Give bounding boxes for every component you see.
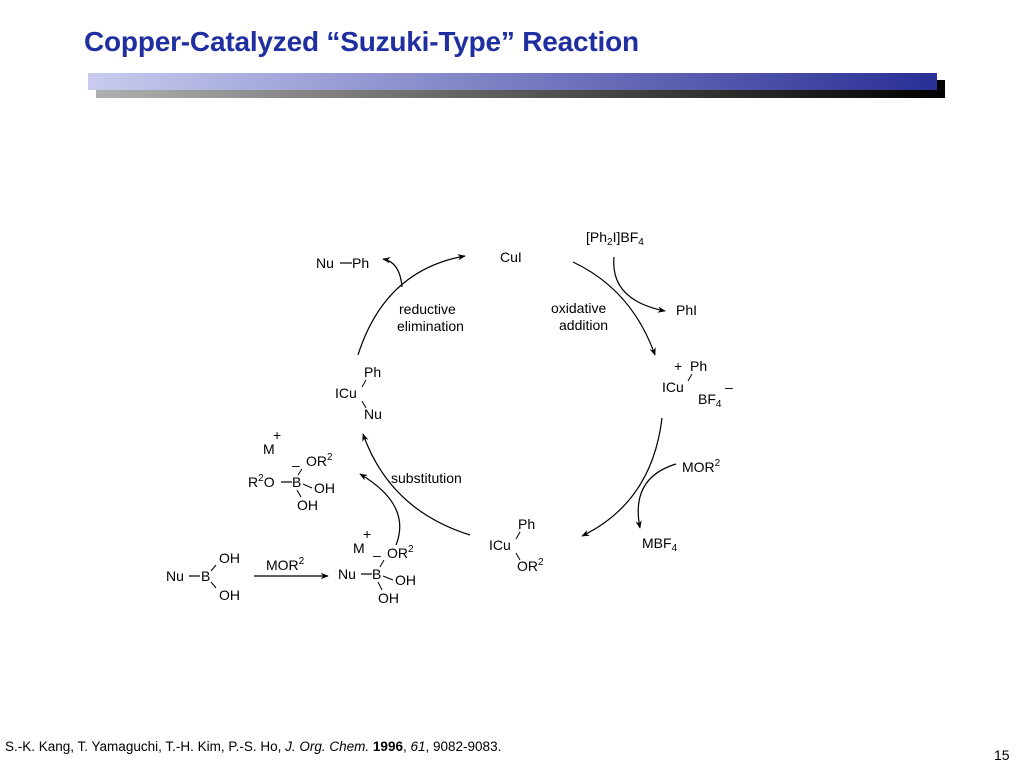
arrow-substitution — [362, 433, 471, 536]
svg-text:B: B — [201, 568, 210, 584]
page-number: 15 — [994, 747, 1010, 763]
arrow-borate-exchange — [359, 473, 401, 546]
svg-text:–: – — [725, 379, 733, 395]
title-underline-bar — [88, 73, 945, 98]
svg-text:ICu: ICu — [489, 537, 511, 553]
svg-text:BF4: BF4 — [698, 391, 722, 410]
svg-text:+: + — [674, 358, 682, 374]
svg-text:Ph: Ph — [518, 516, 535, 532]
svg-text:ICu: ICu — [335, 385, 357, 401]
citation-authors: S.-K. Kang, T. Yamaguchi, T.-H. Kim, P.-… — [5, 739, 286, 754]
reagent-mor2-right: MOR2 — [682, 458, 721, 475]
citation-pages: , 9082-9083. — [425, 739, 502, 754]
svg-text:OH: OH — [395, 572, 416, 588]
catalyst-cui: CuI — [500, 249, 522, 265]
arrow-mor2-to-mbf4 — [635, 463, 677, 529]
svg-text:OH: OH — [314, 480, 335, 496]
svg-text:+: + — [273, 427, 281, 443]
svg-text:R2O: R2O — [248, 473, 275, 490]
svg-text:OR2: OR2 — [387, 544, 414, 561]
cu-nucleophile-complex: Ph ICu Nu — [335, 364, 382, 422]
arrow-product-release — [382, 257, 403, 288]
nucleophile-borate: M + – OR2 Nu B OH OH — [338, 526, 416, 606]
citation-journal: J. Org. Chem. — [285, 739, 370, 754]
svg-text:Nu: Nu — [316, 255, 334, 271]
svg-text:–: – — [292, 457, 300, 473]
arrow-salt-metathesis — [581, 417, 663, 537]
svg-text:OR2: OR2 — [306, 452, 333, 469]
svg-text:B: B — [292, 474, 301, 490]
product-nu-ph: Nu Ph — [316, 255, 369, 271]
activation-reagent-mor2: MOR2 — [266, 556, 305, 573]
svg-text:+: + — [363, 526, 371, 542]
byproduct-mbf4: MBF4 — [642, 535, 678, 554]
citation-volume: 61 — [410, 739, 426, 754]
arrow-oxidative-addition — [572, 261, 656, 356]
svg-text:M: M — [263, 441, 275, 457]
svg-text:B: B — [372, 566, 381, 582]
cu-alkoxide-complex: Ph ICu OR2 — [489, 516, 544, 574]
label-substitution: substitution — [391, 470, 462, 486]
svg-text:OH: OH — [297, 497, 318, 513]
svg-text:OR2: OR2 — [517, 557, 544, 574]
svg-text:Nu: Nu — [338, 566, 356, 582]
svg-text:Nu: Nu — [166, 568, 184, 584]
citation-year: 1996 — [372, 739, 403, 754]
arrow-reductive-elimination — [357, 254, 466, 356]
arrow-iodonium-to-phi — [613, 256, 666, 313]
label-oxidative-addition: oxidative addition — [551, 300, 610, 333]
citation: S.-K. Kang, T. Yamaguchi, T.-H. Kim, P.-… — [5, 739, 502, 754]
svg-text:OH: OH — [219, 587, 240, 603]
svg-text:OH: OH — [378, 590, 399, 606]
svg-text:Ph: Ph — [690, 358, 707, 374]
svg-text:Ph: Ph — [364, 364, 381, 380]
cu-phenyl-cation: + Ph ICu BF4 – — [662, 358, 733, 410]
byproduct-phi: PhI — [676, 302, 697, 318]
borate-byproduct: M + – OR2 R2O B OH OH — [248, 427, 335, 513]
catalytic-cycle-diagram: CuI [Ph2I]BF4 PhI oxidative addition red… — [166, 229, 733, 606]
svg-text:OH: OH — [219, 550, 240, 566]
label-reductive-elimination: reductive elimination — [397, 301, 464, 334]
svg-text:Nu: Nu — [364, 406, 382, 422]
diaryliodonium-reagent: [Ph2I]BF4 — [586, 229, 644, 248]
svg-text:–: – — [373, 547, 381, 563]
boronic-acid: OH Nu B OH — [166, 550, 240, 603]
svg-text:M: M — [353, 540, 365, 556]
slide-title: Copper-Catalyzed “Suzuki-Type” Reaction — [84, 26, 639, 57]
svg-text:Ph: Ph — [352, 255, 369, 271]
svg-text:ICu: ICu — [662, 379, 684, 395]
